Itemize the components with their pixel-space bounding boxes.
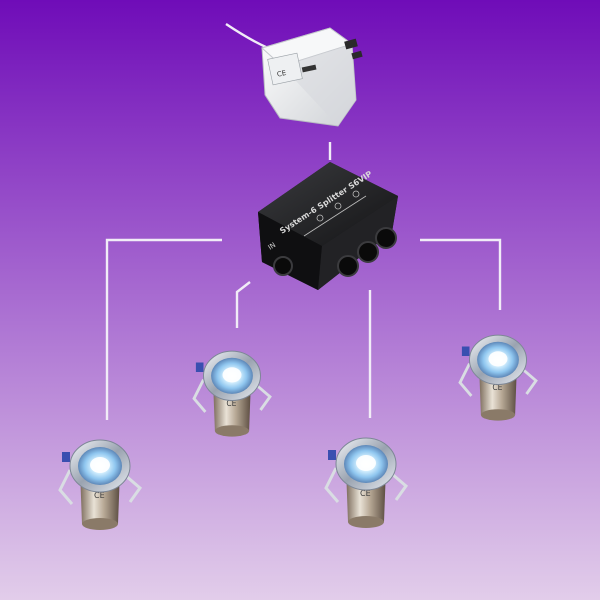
light-led bbox=[222, 367, 242, 383]
adapter-ce-mark: CE bbox=[276, 69, 287, 79]
deck-lights: CE CE CE CE bbox=[58, 334, 538, 530]
light-led bbox=[356, 455, 376, 471]
light-led bbox=[488, 351, 508, 367]
spring-clip bbox=[458, 362, 473, 397]
wire-end bbox=[195, 362, 204, 372]
spring-clip bbox=[391, 472, 409, 501]
deck-light: CE bbox=[458, 334, 538, 421]
connection-wires bbox=[105, 23, 502, 420]
spring-clip bbox=[255, 384, 272, 411]
light-ce-mark: CE bbox=[360, 489, 371, 498]
spring-clip bbox=[192, 378, 207, 413]
splitter-box: System-6 Splitter S6VIP IN bbox=[258, 162, 398, 290]
light-ce-mark: CE bbox=[94, 491, 105, 500]
plug-adapter: CE bbox=[261, 27, 363, 127]
splitter-output-port bbox=[337, 255, 359, 277]
wire-end bbox=[461, 346, 470, 356]
light-ce-mark: CE bbox=[492, 383, 502, 392]
wire-light-1 bbox=[105, 238, 222, 420]
wire-light-4 bbox=[420, 238, 502, 310]
splitter-input-mark: IN bbox=[267, 241, 277, 252]
light-base bbox=[214, 425, 250, 437]
splitter-output-port bbox=[375, 227, 397, 249]
mains-cable bbox=[225, 23, 269, 50]
wire-end bbox=[62, 452, 70, 462]
spring-clip bbox=[58, 469, 74, 505]
splitter-output-symbols bbox=[303, 190, 367, 237]
spring-clip bbox=[324, 467, 340, 503]
deck-light: CE bbox=[324, 437, 409, 528]
wire-end bbox=[328, 450, 336, 460]
light-base bbox=[480, 409, 516, 421]
deck-light: CE bbox=[58, 439, 143, 530]
spring-clip bbox=[521, 368, 538, 395]
wire-light-2 bbox=[235, 281, 251, 328]
spring-clip bbox=[125, 474, 143, 503]
splitter-output-port bbox=[357, 241, 379, 263]
light-base bbox=[82, 518, 118, 530]
light-led bbox=[90, 457, 110, 473]
splitter-input-port bbox=[273, 256, 293, 276]
deck-light: CE bbox=[192, 350, 272, 437]
light-ce-mark: CE bbox=[226, 399, 236, 408]
light-base bbox=[348, 516, 384, 528]
